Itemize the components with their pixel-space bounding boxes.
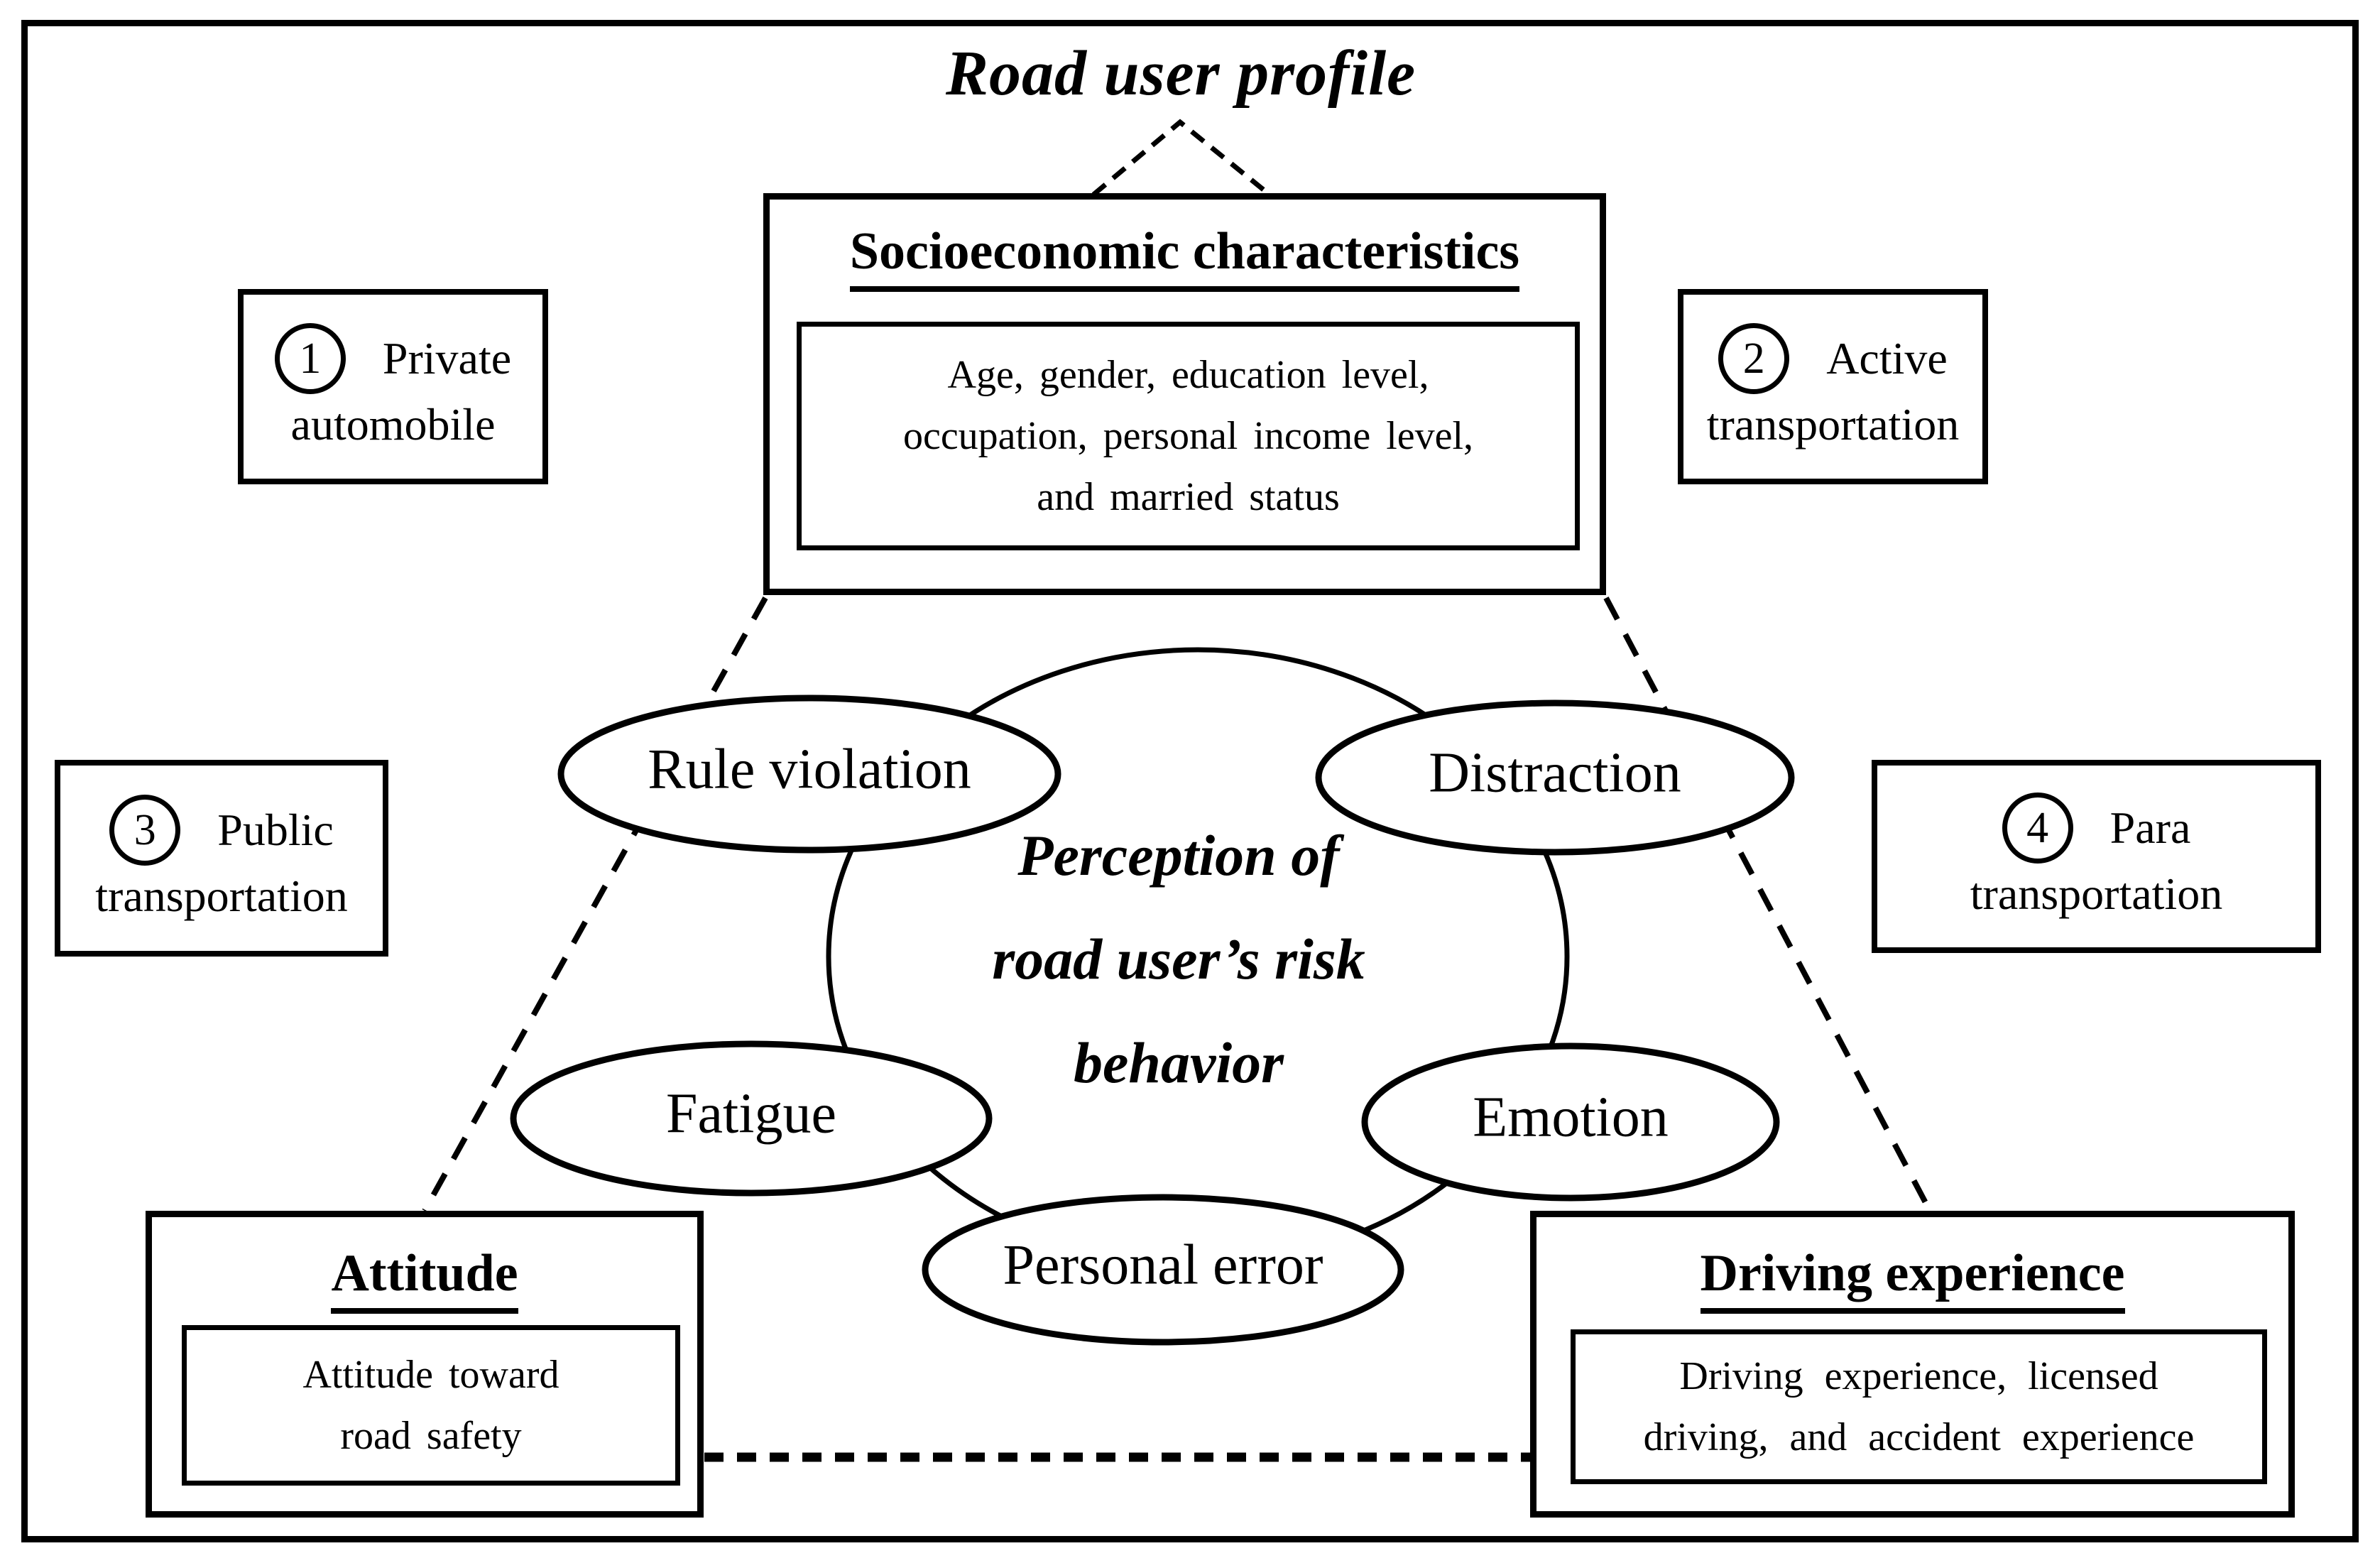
attitude-box: Attitude Attitude toward road safety	[146, 1211, 704, 1518]
para-transportation-label-line1: Para	[2109, 802, 2191, 854]
private-automobile-label-line2: automobile	[290, 398, 496, 450]
dashed-apex-line	[1091, 119, 1272, 197]
para-transportation-label-line2: transportation	[1970, 868, 2223, 920]
public-transportation-box: 3 Public transportation	[55, 760, 388, 957]
driving-experience-detail-line1: Driving experience, licensed	[1679, 1354, 2158, 1398]
risk-behavior-center-label: Perception of road user’s risk behavior	[824, 804, 1534, 1115]
socioeconomic-detail-line2: occupation, personal income level,	[902, 414, 1474, 458]
active-transportation-label-line2: transportation	[1706, 398, 1960, 450]
outer-frame	[21, 20, 2359, 1542]
driving-experience-header-text: Driving experience	[1700, 1247, 2125, 1314]
active-transportation-box: 2 Active transportation	[1678, 289, 1988, 484]
private-automobile-box: 1 Private automobile	[238, 289, 548, 484]
fatigue-ellipse	[510, 1040, 993, 1197]
attitude-header-text: Attitude	[331, 1247, 518, 1314]
socioeconomic-header-text: Socioeconomic characteristics	[849, 225, 1520, 292]
active-transportation-label-line1: Active	[1826, 332, 1948, 383]
attitude-detail-box: Attitude toward road safety	[182, 1325, 680, 1486]
distraction-label: Distraction	[1429, 741, 1681, 805]
center-label-line2: road user’s risk	[992, 927, 1365, 991]
public-transportation-row: 3 Public	[109, 794, 334, 866]
para-transportation-row: 4 Para	[2002, 793, 2191, 864]
dashed-right-side-line	[1603, 597, 1933, 1212]
driving-experience-header: Driving experience	[1536, 1247, 2288, 1314]
rule-violation-label: Rule violation	[648, 738, 971, 801]
number-4-circle-icon: 4	[2002, 793, 2073, 864]
dashed-left-side-line	[422, 597, 768, 1212]
center-label-line1: Perception of	[1017, 823, 1340, 888]
personal-error-ellipse	[922, 1194, 1404, 1346]
emotion-ellipse	[1361, 1042, 1780, 1202]
page-title: Road user profile	[945, 38, 1416, 109]
socioeconomic-detail-box: Age, gender, education level, occupation…	[797, 322, 1580, 550]
rule-violation-ellipse	[557, 695, 1061, 854]
private-automobile-label-line1: Private	[382, 332, 512, 383]
socioeconomic-detail-line3: and married status	[1037, 475, 1340, 519]
center-label-line3: behavior	[1073, 1030, 1284, 1095]
driving-experience-detail-line2: driving, and accident experience	[1643, 1415, 2195, 1459]
attitude-detail-line1: Attitude toward	[302, 1353, 559, 1397]
active-transportation-row: 2 Active	[1718, 322, 1948, 394]
para-transportation-box: 4 Para transportation	[1872, 760, 2321, 953]
attitude-detail-line2: road safety	[340, 1414, 522, 1458]
attitude-header: Attitude	[152, 1247, 697, 1314]
number-1-circle-icon: 1	[274, 322, 346, 394]
number-2-circle-icon: 2	[1718, 322, 1790, 394]
socioeconomic-box: Socioeconomic characteristics Age, gende…	[763, 193, 1606, 595]
public-transportation-label-line1: Public	[217, 804, 334, 855]
driving-experience-box: Driving experience Driving experience, l…	[1530, 1211, 2295, 1518]
emotion-label: Emotion	[1473, 1086, 1669, 1149]
socioeconomic-detail-line1: Age, gender, education level,	[947, 353, 1429, 397]
driving-experience-detail-box: Driving experience, licensed driving, an…	[1571, 1329, 2267, 1484]
public-transportation-label-line2: transportation	[95, 870, 348, 921]
distraction-ellipse	[1315, 699, 1795, 856]
fatigue-label: Fatigue	[666, 1082, 836, 1145]
private-automobile-row: 1 Private	[274, 322, 512, 394]
personal-error-label: Personal error	[1003, 1233, 1323, 1297]
number-3-circle-icon: 3	[109, 794, 181, 866]
socioeconomic-header: Socioeconomic characteristics	[770, 225, 1600, 292]
